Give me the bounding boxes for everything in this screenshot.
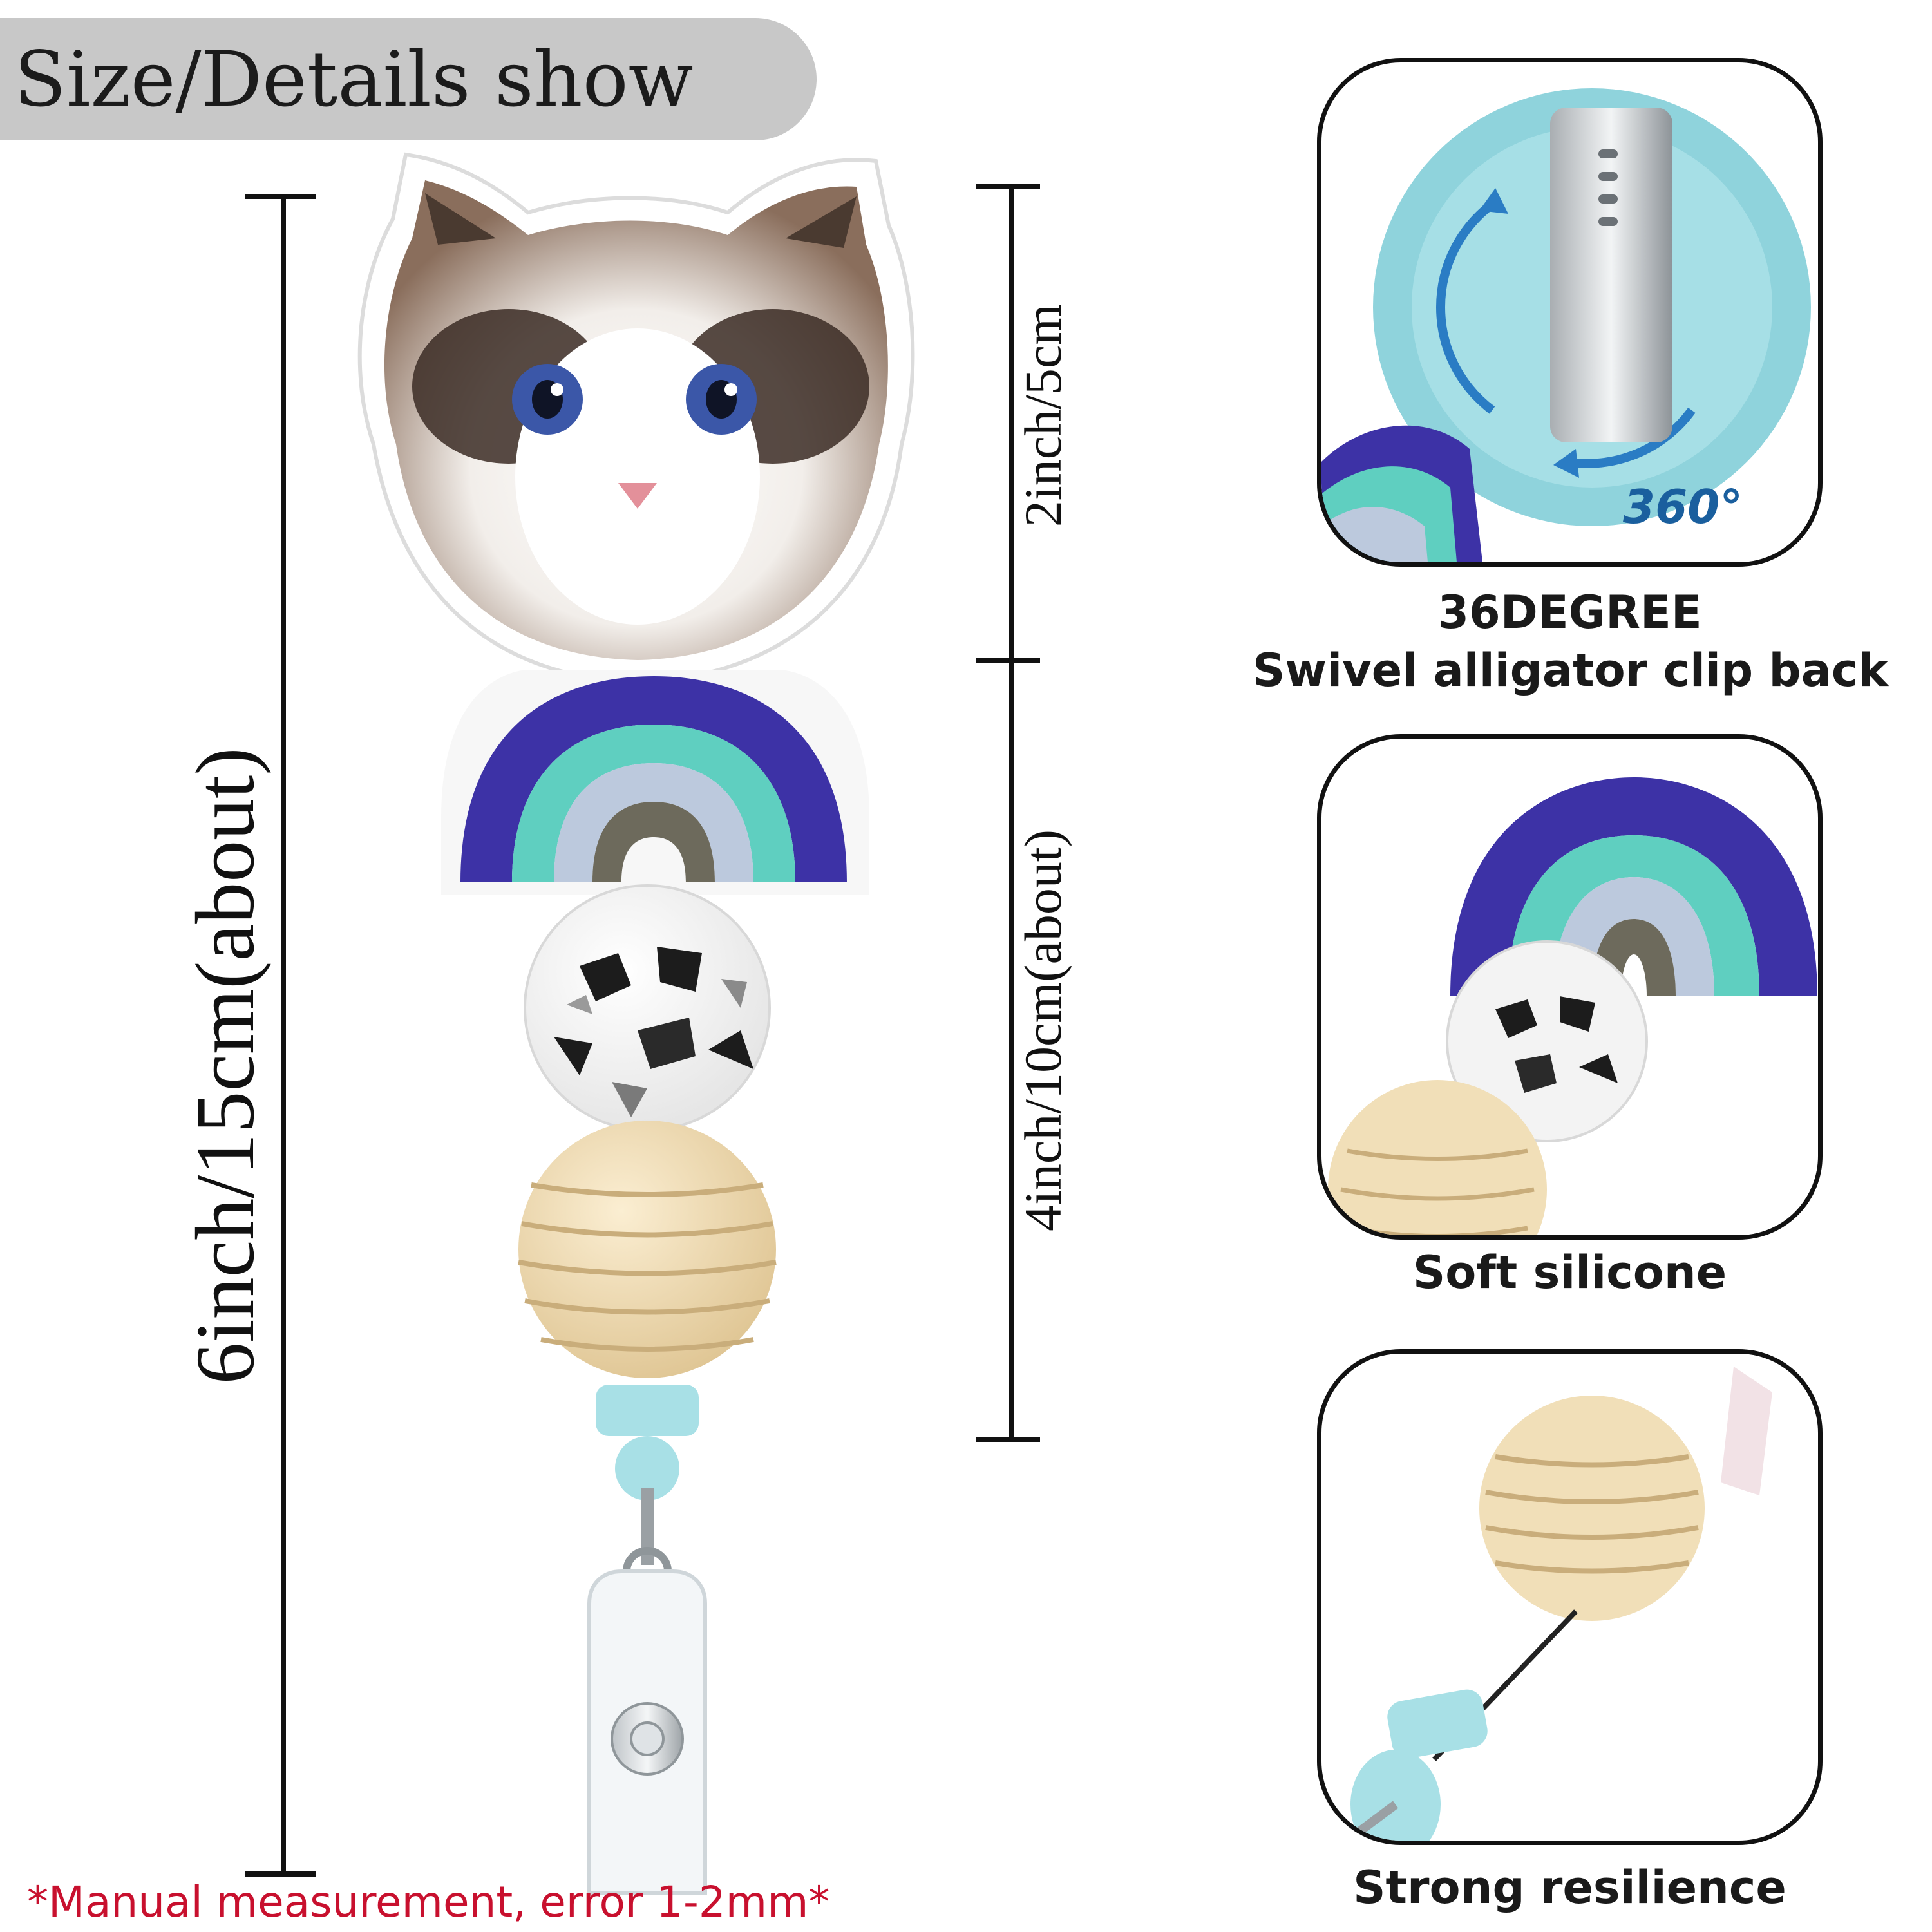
feature-label-swivel-line1: 36DEGREE — [1437, 586, 1702, 639]
connector-beads — [596, 1385, 699, 1565]
rotation-badge: 360° — [1623, 480, 1743, 534]
soft-silicone-image — [1328, 777, 1817, 1235]
total-dimension-label: 6inch/15cm(about) — [179, 747, 272, 1385]
split-dimension-bracket — [976, 184, 1040, 1442]
swivel-clip-panel — [1317, 58, 1823, 567]
top-dimension-label: 2inch/5cm — [1014, 303, 1072, 527]
feature-label-resilience: Strong resilience — [1353, 1861, 1786, 1914]
wood-bead — [518, 1121, 777, 1378]
strong-resilience-image — [1344, 1367, 1772, 1841]
title-banner — [0, 18, 817, 140]
swivel-clip-image — [1321, 88, 1811, 562]
spotted-bead — [524, 884, 771, 1132]
page-title: Size/Details show — [14, 35, 694, 124]
rainbow-charm — [441, 670, 869, 895]
soft-silicone-panel — [1317, 734, 1823, 1240]
measurement-footnote: *Manual measurement, error 1-2mm* — [27, 1877, 830, 1927]
cat-head-charm — [357, 152, 915, 685]
badge-reel-illustration — [357, 152, 915, 1895]
strong-resilience-panel — [1317, 1349, 1823, 1845]
badge-strap — [587, 1547, 707, 1895]
total-dimension-bracket — [245, 194, 316, 1877]
feature-label-swivel-line2: Swivel alligator clip back — [1253, 644, 1888, 697]
feature-label-silicone: Soft silicone — [1412, 1246, 1727, 1299]
bottom-dimension-label: 4inch/10cm(about) — [1014, 829, 1072, 1231]
